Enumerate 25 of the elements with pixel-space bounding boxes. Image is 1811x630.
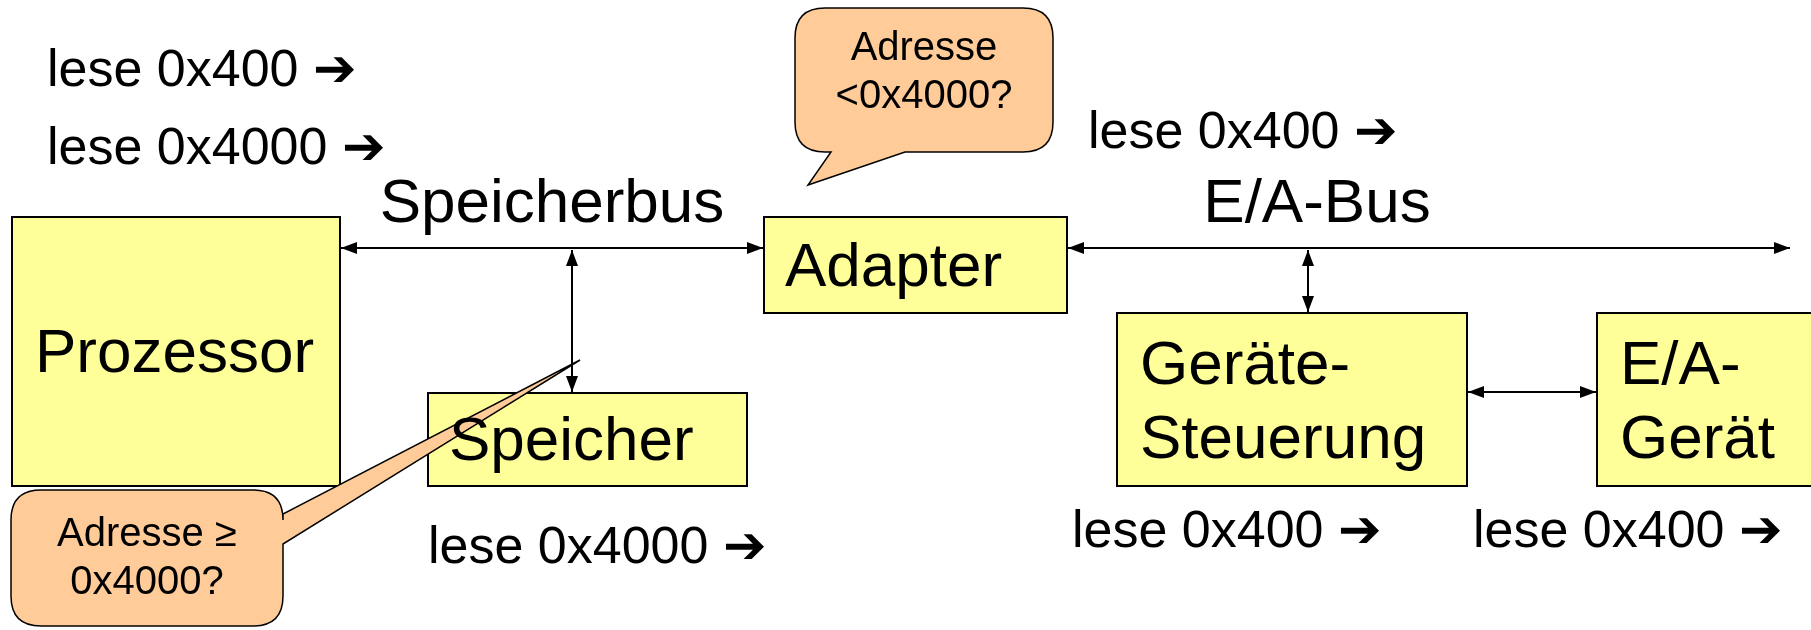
read-note: lese 0x400 ➔ bbox=[1088, 104, 1398, 156]
box-label: E/A- Gerät bbox=[1620, 327, 1777, 474]
process-box bbox=[11, 216, 341, 487]
bus-label: E/A-Bus bbox=[1203, 170, 1431, 232]
double-arrow bbox=[566, 249, 578, 393]
process-box bbox=[1596, 312, 1811, 487]
process-box bbox=[1116, 312, 1468, 487]
process-box bbox=[427, 392, 748, 487]
read-note: lese 0x400 ➔ bbox=[47, 42, 357, 94]
double-arrow bbox=[1467, 386, 1597, 398]
bubble-text: Adresse ≥ 0x4000? bbox=[56, 509, 238, 604]
double-arrow bbox=[1302, 249, 1314, 313]
double-arrow bbox=[340, 242, 764, 254]
bubble-text: Adresse <0x4000? bbox=[834, 23, 1014, 118]
box-label: Adapter bbox=[785, 228, 1003, 301]
box-label: Geräte- Steuerung bbox=[1140, 327, 1428, 474]
process-box bbox=[763, 216, 1068, 314]
read-note: lese 0x400 ➔ bbox=[1473, 503, 1783, 555]
box-label: Prozessor bbox=[35, 315, 315, 388]
box-label: Speicher bbox=[449, 403, 694, 476]
read-note: lese 0x400 ➔ bbox=[1072, 503, 1382, 555]
read-note: lese 0x4000 ➔ bbox=[47, 120, 386, 172]
speech-bubble bbox=[795, 8, 1053, 186]
read-note: lese 0x4000 ➔ bbox=[428, 519, 767, 571]
double-arrow bbox=[1067, 242, 1791, 254]
